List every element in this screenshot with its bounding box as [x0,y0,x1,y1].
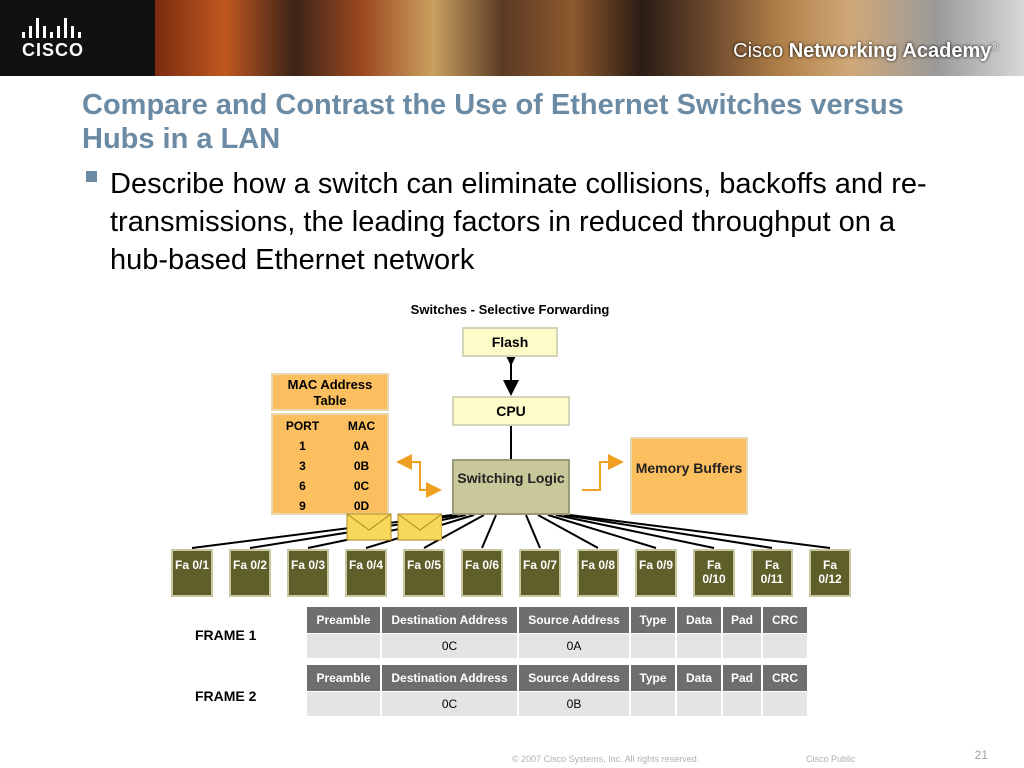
port-link-lines [191,514,831,549]
mac-table-mac: 0D [353,499,370,513]
frame-header: Pad [723,607,763,633]
envelope-icons [346,513,442,541]
frame-value [723,634,763,658]
cisco-bars-icon [22,18,86,38]
frame-header: Type [631,607,677,633]
mac-table-header-port: PORT [285,419,320,433]
academy-brand-name: Networking Academy [788,40,992,62]
mac-table-port: 6 [299,479,306,493]
bullet-square-icon [86,171,97,182]
frame-value: 0C [382,692,519,716]
flash-box: Flash [462,327,558,357]
mac-table-port: 9 [299,499,306,513]
frame-header: Source Address [519,665,631,691]
memory-buffers-box: Memory Buffers [630,437,748,515]
frame-value [677,692,723,716]
header-banner: CISCO Cisco Networking Academy® [0,0,1024,76]
port-fa0-2: Fa 0/2 [229,549,271,597]
frame-value [307,692,382,716]
diagram-title: Switches - Selective Forwarding [410,302,610,317]
frame-value [723,692,763,716]
port-fa0-12: Fa 0/12 [809,549,851,597]
frame-header: CRC [763,607,807,633]
port-fa0-6: Fa 0/6 [461,549,503,597]
port-fa0-7: Fa 0/7 [519,549,561,597]
page-number: 21 [974,748,988,762]
mac-address-table: PORT MAC 1 0A 3 0B 6 0C 9 0D [271,413,389,515]
cisco-logo: CISCO [0,0,155,76]
frame-value: 0B [519,692,631,716]
frame-header: Data [677,607,723,633]
port-fa0-4: Fa 0/4 [345,549,387,597]
mac-table-mac: 0C [353,479,370,493]
frame-value [763,692,807,716]
frame-header: Preamble [307,607,382,633]
frame-value [677,634,723,658]
port-fa0-3: Fa 0/3 [287,549,329,597]
frame-2-label: FRAME 2 [195,688,257,704]
frame-value [763,634,807,658]
port-fa0-11: Fa 0/11 [751,549,793,597]
port-fa0-10: Fa 0/10 [693,549,735,597]
bullet-text: Describe how a switch can eliminate coll… [110,168,927,276]
frame-value [631,634,677,658]
mac-table-title: MAC Address Table [271,373,389,411]
frame-header: CRC [763,665,807,691]
cisco-logo-text: CISCO [22,40,85,60]
mac-to-logic-arrow [400,461,442,498]
frame-header: Data [677,665,723,691]
port-fa0-8: Fa 0/8 [577,549,619,597]
frame-value: 0A [519,634,631,658]
mac-table-mac: 0B [353,459,370,473]
academy-brand-prefix: Cisco [733,40,789,62]
frame-value: 0C [382,634,519,658]
frame-header: Pad [723,665,763,691]
footer-copyright: © 2007 Cisco Systems, Inc. All rights re… [512,754,700,764]
cpu-box: CPU [452,396,570,426]
switching-logic-box: Switching Logic [452,459,570,515]
mac-table-port: 3 [299,459,306,473]
mac-table-mac: 0A [353,439,370,453]
academy-brand: Cisco Networking Academy® [733,40,998,63]
registered-mark: ® [991,41,998,52]
frame-header: Source Address [519,607,631,633]
port-fa0-5: Fa 0/5 [403,549,445,597]
envelope-icon [346,513,392,541]
port-fa0-9: Fa 0/9 [635,549,677,597]
slide-title: Compare and Contrast the Use of Ethernet… [82,89,904,155]
frame-header: Type [631,665,677,691]
frame-header: Destination Address [382,607,519,633]
frame-header: Destination Address [382,665,519,691]
logic-to-mac-arrow [396,454,438,491]
footer-classification: Cisco Public [806,754,856,764]
frame-1-label: FRAME 1 [195,627,257,643]
logic-to-memory-arrow [582,454,624,491]
envelope-icon [397,513,442,541]
mac-table-port: 1 [299,439,306,453]
frame-value [631,692,677,716]
mac-table-header-mac: MAC [347,419,376,433]
frame-value [307,634,382,658]
banner-photo-strip [155,0,1024,76]
port-fa0-1: Fa 0/1 [171,549,213,597]
frame-header: Preamble [307,665,382,691]
